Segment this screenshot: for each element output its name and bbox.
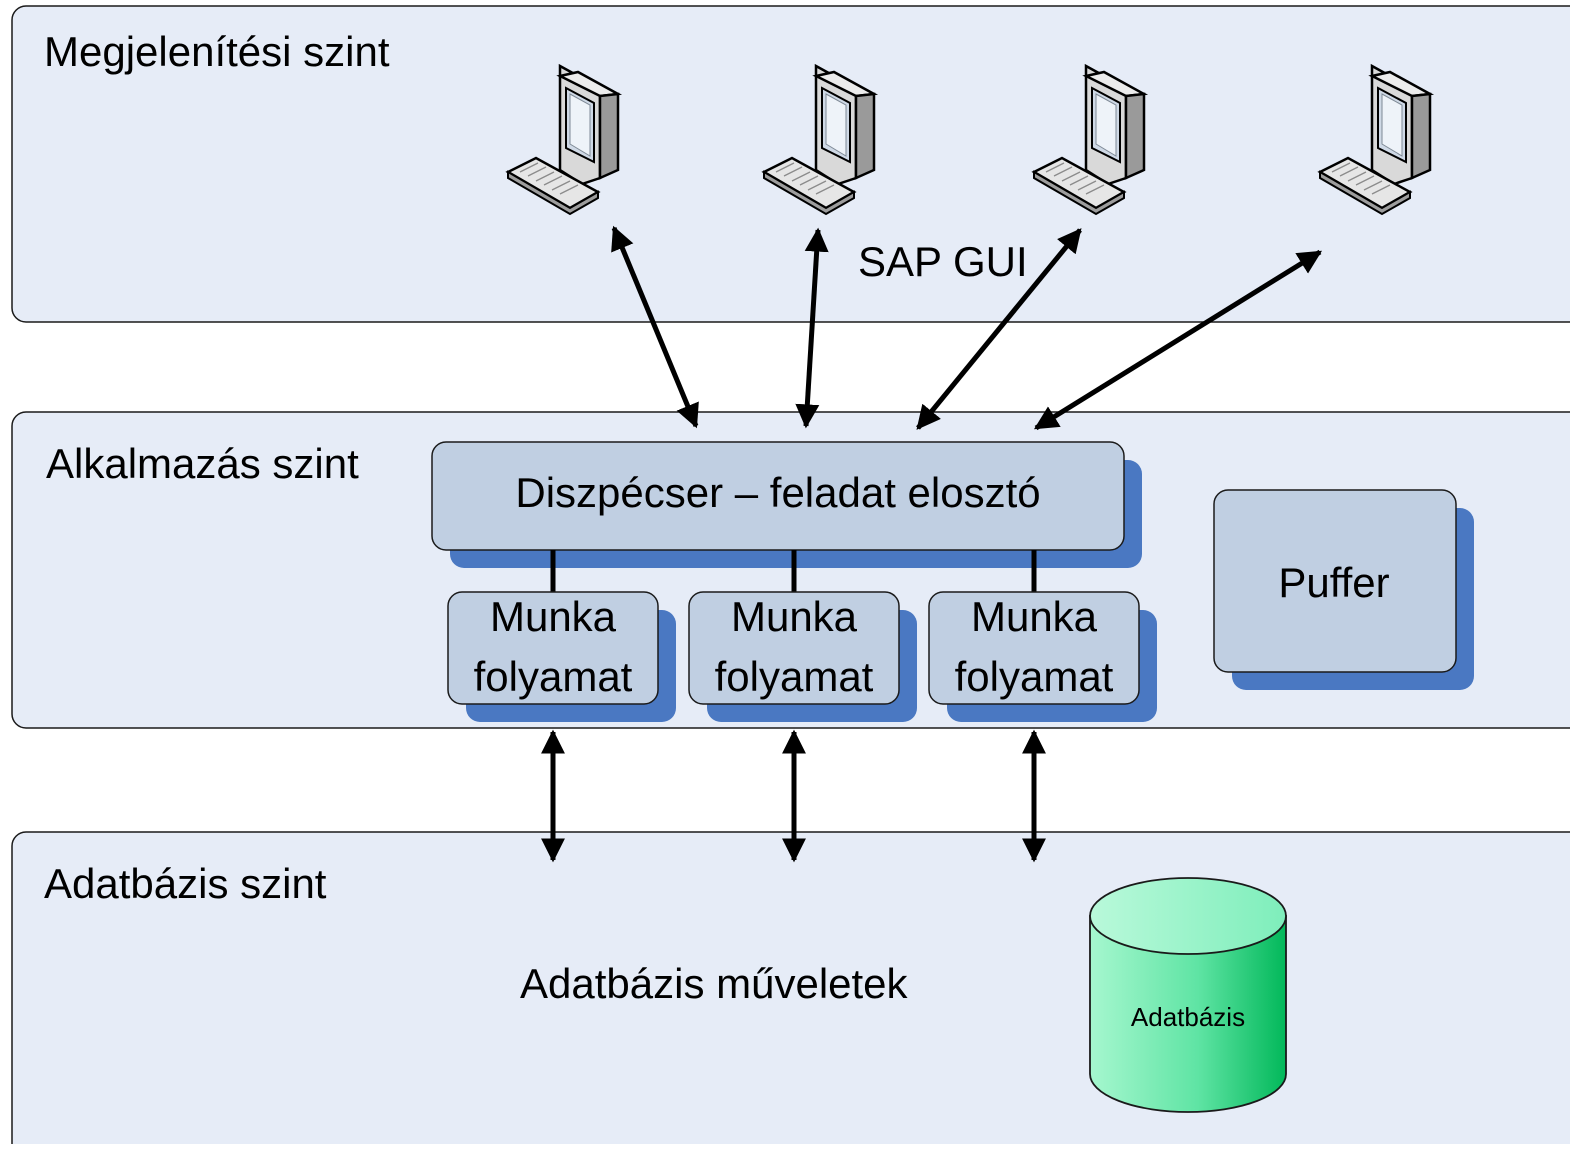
database-layer-title: Adatbázis szint [44,860,327,907]
presentation-layer-title: Megjelenítési szint [44,28,390,75]
work-process-line1: Munka [490,593,617,640]
buffer-box [1213,489,1457,673]
dispatcher-label: Diszpécser – feladat elosztó [515,469,1040,516]
bidirectional-arrow [611,225,699,429]
bidirectional-arrow [795,227,829,429]
database-cylinder-icon [1089,877,1287,1113]
wp-database-arrows [541,729,1046,863]
work-process-2: Munka folyamat [688,591,917,722]
work-process-line2: folyamat [474,653,633,700]
dispatcher-box [431,441,1125,551]
work-process-1: Munka folyamat [447,591,676,722]
database-label: Adatbázis [1131,1002,1245,1032]
buffer-label: Puffer [1278,559,1389,606]
sap-gui-label: SAP GUI [858,238,1028,285]
work-process-line2: folyamat [715,653,874,700]
application-layer-title: Alkalmazás szint [46,440,359,487]
work-process-3: Munka folyamat [928,591,1157,722]
work-process-line2: folyamat [955,653,1114,700]
work-process-line1: Munka [971,593,1098,640]
work-process-line1: Munka [731,593,858,640]
database-operations-label: Adatbázis műveletek [520,960,909,1007]
gui-dispatcher-arrows [611,225,1323,431]
bidirectional-arrow [1033,249,1323,431]
